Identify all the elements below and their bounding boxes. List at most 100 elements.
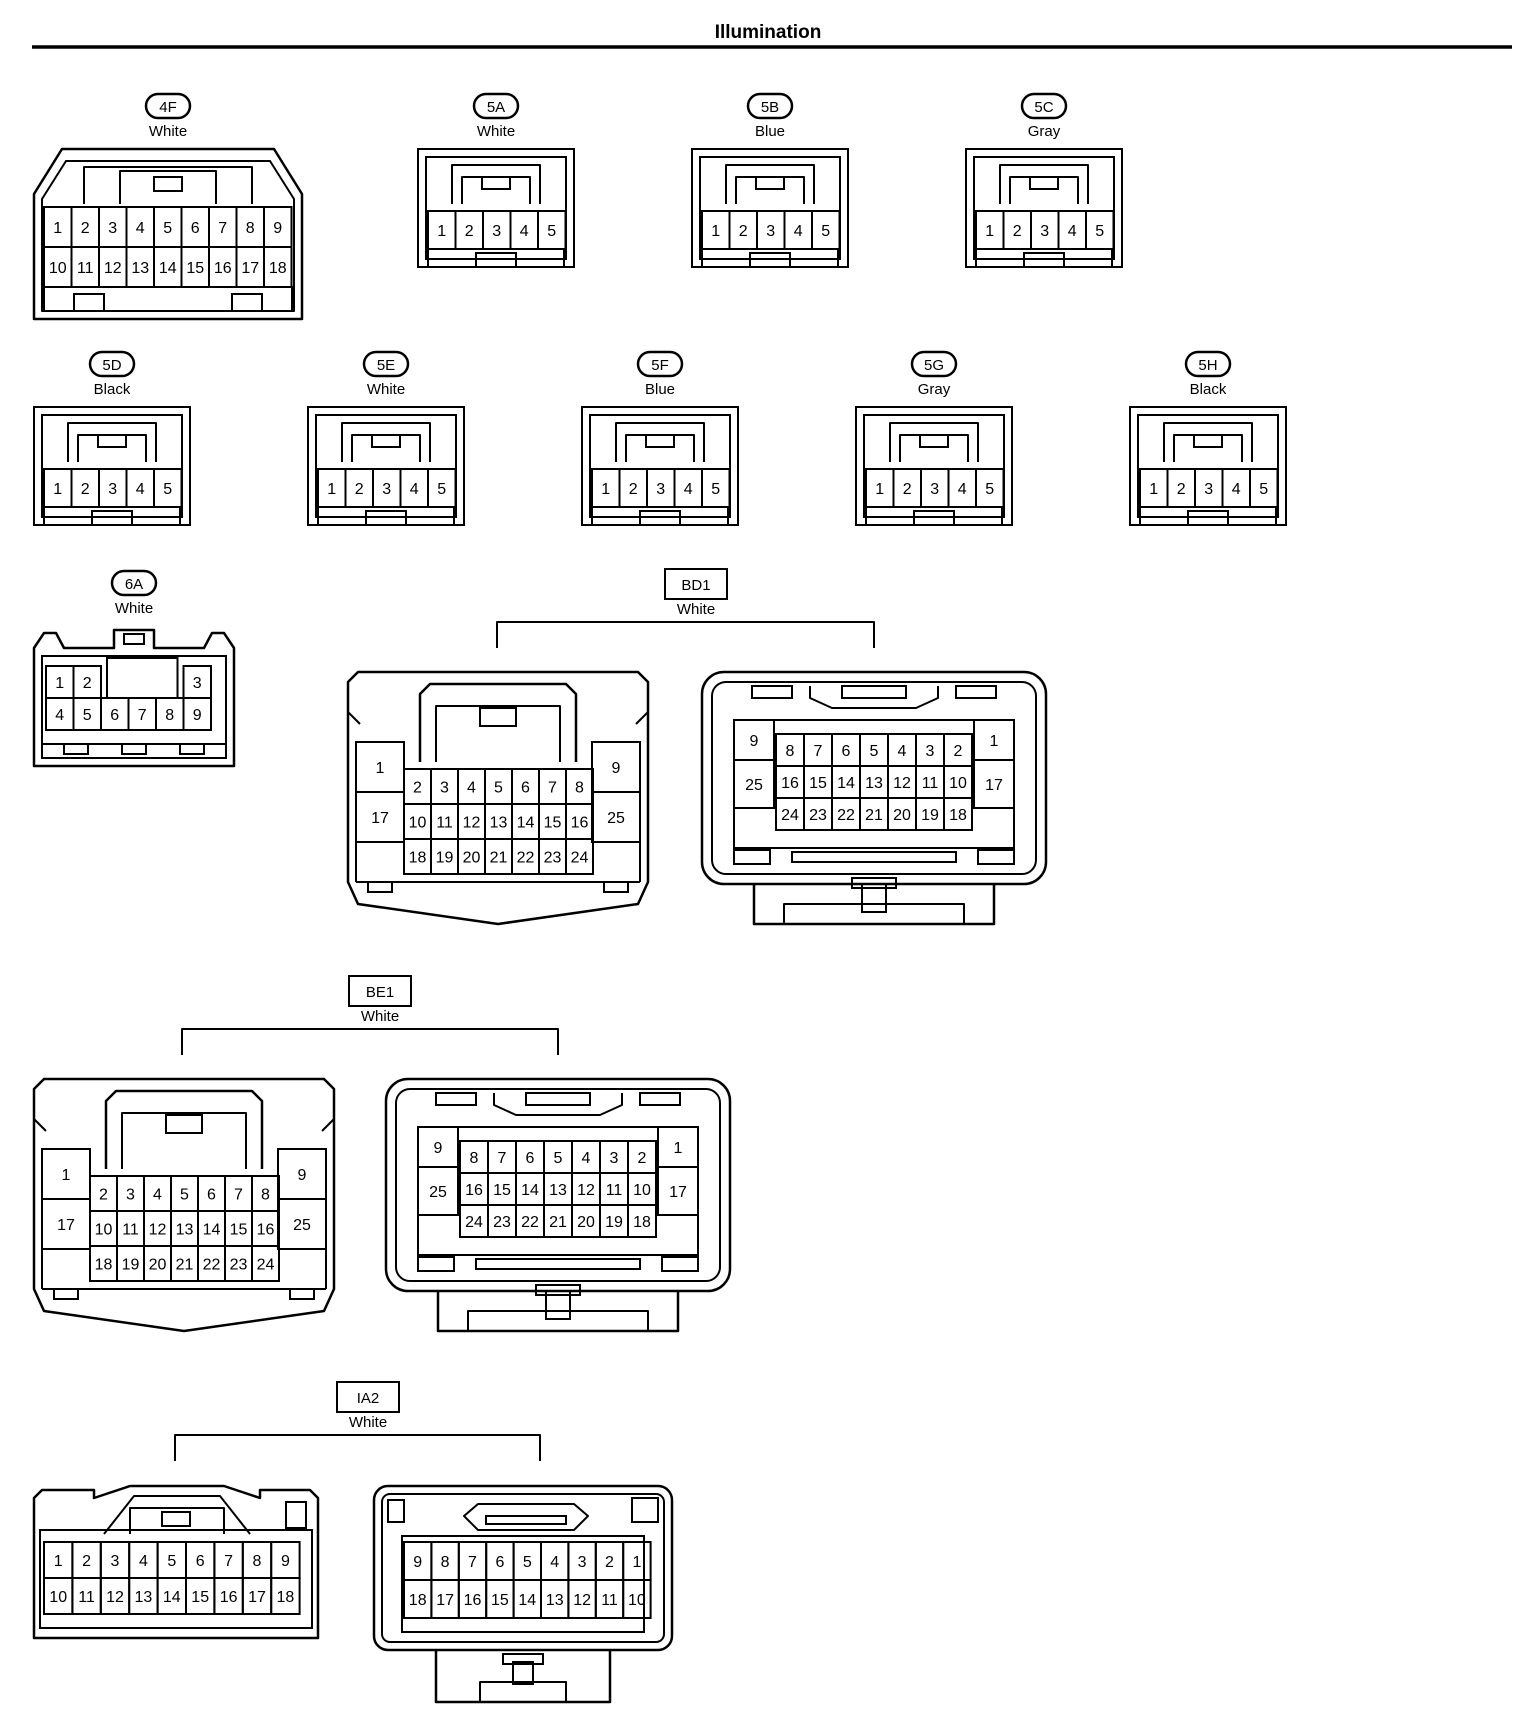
pin-label: 5 [554,1150,563,1167]
pin-label: 14 [518,1592,536,1609]
pin-label: 2 [82,1553,91,1570]
pin-label: 9 [193,707,202,724]
pin-label: 10 [49,260,67,277]
pin-label: 14 [163,1589,181,1606]
pin-10: 10 [403,803,432,840]
pin-19: 19 [116,1245,145,1282]
pin-15: 15 [803,765,833,799]
pin-label: 1 [711,223,720,240]
pin-cavity [627,1204,657,1238]
pin-label: 15 [809,775,827,792]
pin-14: 14 [156,1577,188,1615]
pin-19: 19 [599,1204,629,1238]
pin-1: 1 [973,719,1015,761]
pin-10: 10 [43,1577,74,1615]
pin-11: 11 [915,765,945,799]
connector-body [32,1077,336,1333]
pin-12: 12 [98,246,128,288]
bottom-rail [475,1258,641,1270]
pin-11: 11 [599,1172,629,1206]
pin-label: 9 [413,1554,422,1571]
pin-4: 4 [1057,210,1087,250]
pin-25: 25 [733,759,775,809]
pin-3: 3 [567,1541,597,1581]
pin-14: 14 [197,1210,226,1247]
connector-color: White [115,600,153,617]
latch [615,422,705,462]
pin-6: 6 [100,697,130,731]
pin-label: 13 [549,1182,567,1199]
pin-3: 3 [646,468,676,508]
latch [999,164,1089,204]
pin-label: 7 [814,743,823,760]
skirt-key [91,510,133,526]
pin-label: 2 [99,1187,108,1204]
pin-label: 18 [409,1592,427,1609]
latch [83,166,253,204]
pin-17: 17 [430,1579,460,1619]
latch-inner [461,176,531,204]
pin-9: 9 [403,1541,433,1581]
pin-label: 17 [371,810,389,827]
pin-1: 1 [427,210,457,250]
pin-15: 15 [185,1577,216,1615]
side-key [631,1497,659,1523]
pin-label: 22 [521,1214,539,1231]
pin-label: 4 [55,707,64,724]
pin-label: 8 [786,743,795,760]
pin-label: 9 [281,1553,290,1570]
pin-10: 10 [89,1210,118,1247]
pin-14: 14 [515,1172,545,1206]
pin-label: 9 [434,1140,443,1157]
latch-tab [479,707,517,727]
pin-23: 23 [538,838,567,875]
pin-label: 12 [149,1222,167,1239]
pin-label: 23 [493,1214,511,1231]
pin-19: 19 [915,797,945,831]
pin-20: 20 [457,838,486,875]
pin-label: 4 [153,1187,162,1204]
connector-id: 5E [377,357,395,374]
pin-20: 20 [571,1204,601,1238]
top-key [435,1092,477,1106]
connector-inner [711,681,1037,875]
pin-label: 1 [990,733,999,750]
pin-4: 4 [673,468,703,508]
pin-label: 3 [1204,481,1213,498]
pin-4: 4 [783,210,813,250]
pin-2: 2 [454,210,484,250]
pin-label: 16 [781,775,799,792]
pin-label: 24 [257,1257,275,1274]
connector-color: Black [1190,381,1227,398]
pin-label: 23 [809,807,827,824]
latch [725,164,815,204]
skirt-key [749,252,791,268]
latch [418,682,578,762]
skirt-key [179,743,205,755]
pin-9: 9 [591,741,641,793]
connector-id-badge [1020,92,1068,120]
lock-tab-head [851,877,897,889]
pin-label: 11 [922,775,939,792]
connector-color: White [367,381,405,398]
pin-17: 17 [241,1577,273,1615]
pin-label: 3 [1040,223,1049,240]
pin-4: 4 [128,1541,159,1579]
pin-label: 3 [656,481,665,498]
pin-10: 10 [622,1579,652,1619]
pin-label: 2 [605,1554,614,1571]
pin-label: 1 [437,223,446,240]
top-key [955,685,997,699]
skirt-key [63,743,89,755]
lock-tab [861,883,887,913]
pin-1: 1 [975,210,1005,250]
connector-id: BE1 [366,984,394,1001]
connector-id-badge [910,350,958,378]
pin-4: 4 [125,468,155,508]
pin-label: 7 [234,1187,243,1204]
pin-4: 4 [399,468,429,508]
